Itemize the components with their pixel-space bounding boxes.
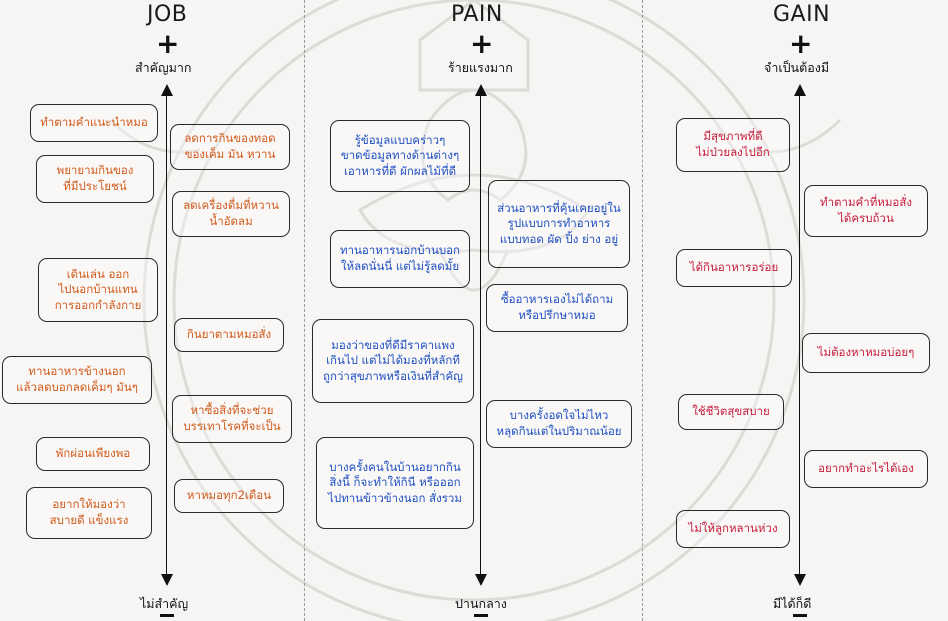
gain-card: ไม่ต้องหาหมอบ่อยๆ [802, 333, 930, 373]
pain-card: ส่วนอาหารที่คุ้นเคยอยู่ใน รูปแบบการทำอาห… [488, 180, 630, 268]
job-card: ทานอาหารข้างนอก แล้วลดบอกลดเค็มๆ มันๆ [2, 356, 152, 404]
job-card: ลดการกินของทอด ของเค็ม มัน หวาน [170, 124, 290, 170]
pain-card: ซื้ออาหารเองไม่ได้ถาม หรือปรึกษาหมอ [486, 284, 628, 332]
gain-axis-arrow-up [794, 84, 806, 96]
pain-title: PAIN [451, 2, 503, 27]
job-card: ลดเครื่องดื่มที่หวาน น้ำอัดลม [172, 191, 290, 237]
job-plus-sign: + [156, 27, 180, 60]
pain-card: รู้ข้อมูลแบบคร่าวๆ ขาดข้อมูลทางด้านต่างๆ… [330, 120, 470, 192]
pain-axis-line [480, 94, 481, 576]
pain-axis-arrow-up [475, 84, 487, 96]
gain-axis-line [799, 94, 800, 576]
pain-card: มองว่าของที่ดีมีราคาแพง เกินไป แต่ไม่ได้… [312, 319, 474, 403]
pain-card: ทานอาหารนอกบ้านบอก ให้ลดนั่นนี่ แต่ไม่รู… [330, 230, 470, 288]
gain-card: อยากทำอะไรได้เอง [804, 450, 928, 488]
job-card: หาหมอทุก2เดือน [174, 479, 284, 513]
job-card: ทำตามคำแนะนำหมอ [30, 104, 158, 142]
gain-title: GAIN [773, 2, 831, 27]
pain-minus-sign [474, 614, 488, 617]
job-card: กินยาตามหมอสั่ง [174, 318, 284, 352]
pain-card: บางครั้งอดใจไม่ไหว หลุดกินแต่ในปริมาณน้อ… [486, 400, 632, 448]
gain-card: ใช้ชีวิตสุขสบาย [678, 394, 784, 430]
gain-card: มีสุขภาพที่ดี ไม่ป่วยลงไปอีก [676, 118, 790, 172]
pain-axis-bottom-label: ปานกลาง [455, 596, 507, 611]
job-axis-top-label: สำคัญมาก [135, 60, 192, 75]
job-card: อยากให้มองว่า สบายดี แข็งแรง [26, 487, 152, 539]
job-axis-arrow-down [161, 574, 173, 586]
divider-left [304, 0, 305, 621]
gain-card: ไม่ให้ลูกหลานห่วง [676, 510, 790, 548]
job-axis-bottom-label: ไม่สำคัญ [140, 596, 189, 611]
pain-axis-arrow-down [475, 574, 487, 586]
gain-axis-arrow-down [794, 574, 806, 586]
job-card: พักผ่อนเพียงพอ [36, 437, 150, 471]
job-card: พยายามกินของ ที่มีประโยชน์ [36, 155, 154, 203]
gain-minus-sign [793, 614, 807, 617]
job-card: หาซื้อสิ่งที่จะช่วย บรรเทาโรคที่จะเป็น [172, 395, 292, 443]
pain-plus-sign: + [470, 27, 494, 60]
divider-right [642, 0, 643, 621]
job-minus-sign [160, 614, 174, 617]
gain-axis-top-label: จำเป็นต้องมี [764, 60, 830, 75]
job-title: JOB [147, 2, 188, 27]
pain-axis-top-label: ร้ายแรงมาก [448, 60, 513, 75]
gain-card: ได้กินอาหารอร่อย [676, 249, 792, 287]
gain-plus-sign: + [789, 27, 813, 60]
job-axis-arrow-up [161, 84, 173, 96]
gain-card: ทำตามคำที่หมอสั่ง ได้ครบถ้วน [804, 185, 928, 237]
job-card: เดินเล่น ออก ไปนอกบ้านแทน การออกกำลังกาย [38, 258, 158, 322]
gain-axis-bottom-label: มีได้ก็ดี [773, 596, 812, 611]
pain-card: บางครั้งคนในบ้านอยากกิน สิ่งนี้ ก็จะทำให… [316, 437, 474, 529]
job-axis-line [166, 94, 167, 576]
